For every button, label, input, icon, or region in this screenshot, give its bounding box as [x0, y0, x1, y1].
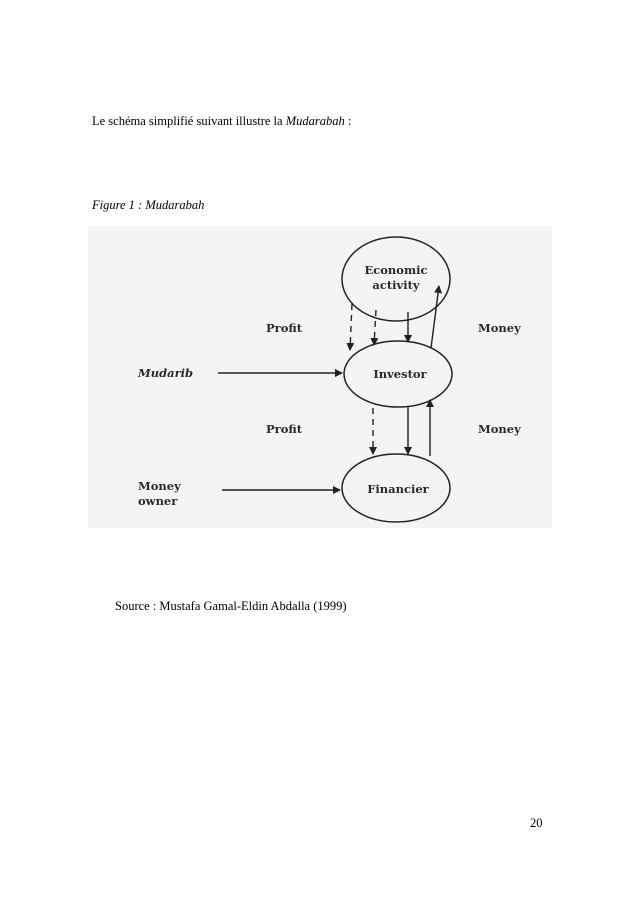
intro-text-after: : — [344, 114, 352, 128]
investor-node — [343, 340, 453, 408]
money-arrow-up-1 — [430, 285, 443, 349]
intro-italic-term: Mudarabah — [285, 114, 345, 128]
money-owner-label-line1: Money — [138, 479, 181, 493]
figure-caption: Figure 1 : Mudarabah — [92, 198, 205, 212]
economic-activity-label-line1: Economic — [364, 263, 427, 277]
profit-bottom-label: Profit — [266, 422, 303, 436]
profit-top-label: Profit — [266, 321, 303, 335]
diagram-svg: Economic activity Investor Financier Pro… — [137, 236, 521, 523]
financier-node — [341, 453, 451, 523]
profit-arrow-dashed-1 — [346, 303, 355, 351]
economic-activity-node — [341, 236, 451, 322]
intro-text-before: Le schéma simplifié suivant illustre la — [92, 114, 286, 128]
mudarib-label: Mudarib — [137, 366, 193, 380]
economic-activity-label-line2: activity — [372, 278, 419, 292]
page-number: 20 — [530, 816, 543, 830]
profit-arrow-dashed-2 — [370, 309, 379, 346]
money-bottom-label: Money — [478, 422, 521, 436]
intro-paragraph: Le schéma simplifié suivant illustre la … — [92, 114, 351, 129]
mudarabah-diagram: Economic activity Investor Financier Pro… — [88, 226, 552, 528]
money-top-label: Money — [478, 321, 521, 335]
financier-label: Financier — [367, 482, 429, 496]
investor-label: Investor — [373, 367, 427, 381]
money-owner-label-line2: owner — [138, 494, 178, 508]
source-citation: Source : Mustafa Gamal-Eldin Abdalla (19… — [115, 599, 347, 613]
